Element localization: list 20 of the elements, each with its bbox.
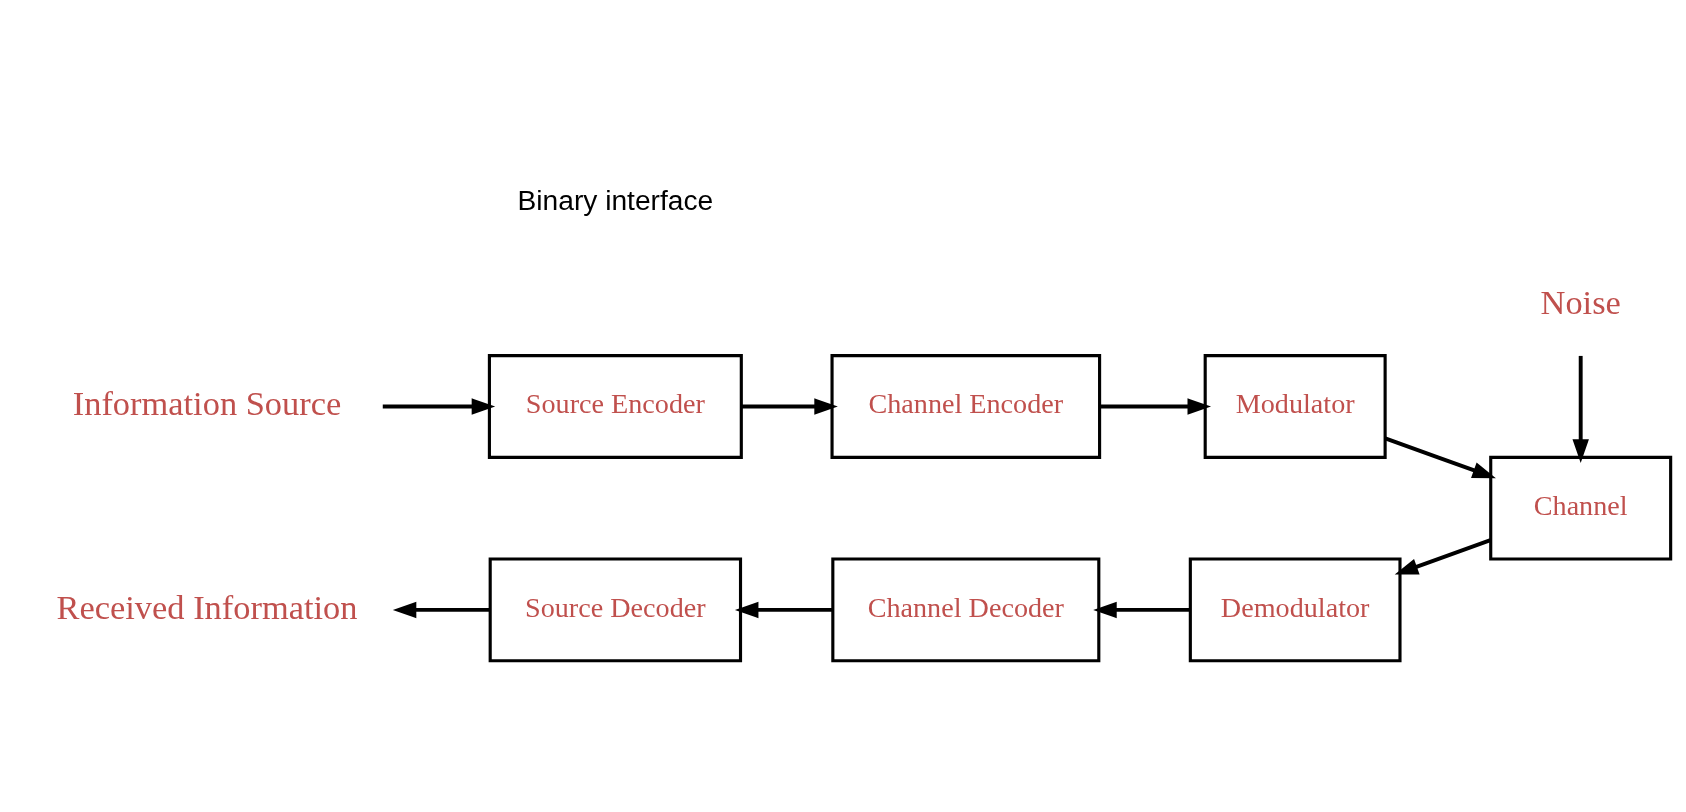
arrow xyxy=(1099,397,1211,415)
arrow xyxy=(741,397,838,415)
node-box: Demodulator xyxy=(1188,557,1402,662)
arrow xyxy=(392,601,491,618)
arrow xyxy=(1394,537,1492,575)
node-box: Source Decoder xyxy=(488,557,743,662)
arrow xyxy=(734,601,833,618)
node-text: Received Information xyxy=(56,587,358,626)
node-box: Channel Decoder xyxy=(831,557,1101,662)
arrow xyxy=(382,397,496,415)
node-box: Channel xyxy=(1489,455,1673,561)
node-box: Channel Encoder xyxy=(830,353,1102,459)
node-box: Source Encoder xyxy=(487,353,743,459)
arrow xyxy=(1093,601,1190,618)
label: Binary interface xyxy=(517,184,714,216)
node-text: Noise xyxy=(1540,282,1621,321)
arrow xyxy=(1572,355,1589,463)
node-text: Information Source xyxy=(72,383,342,422)
arrow xyxy=(1384,436,1496,478)
node-box: Modulator xyxy=(1203,353,1387,459)
